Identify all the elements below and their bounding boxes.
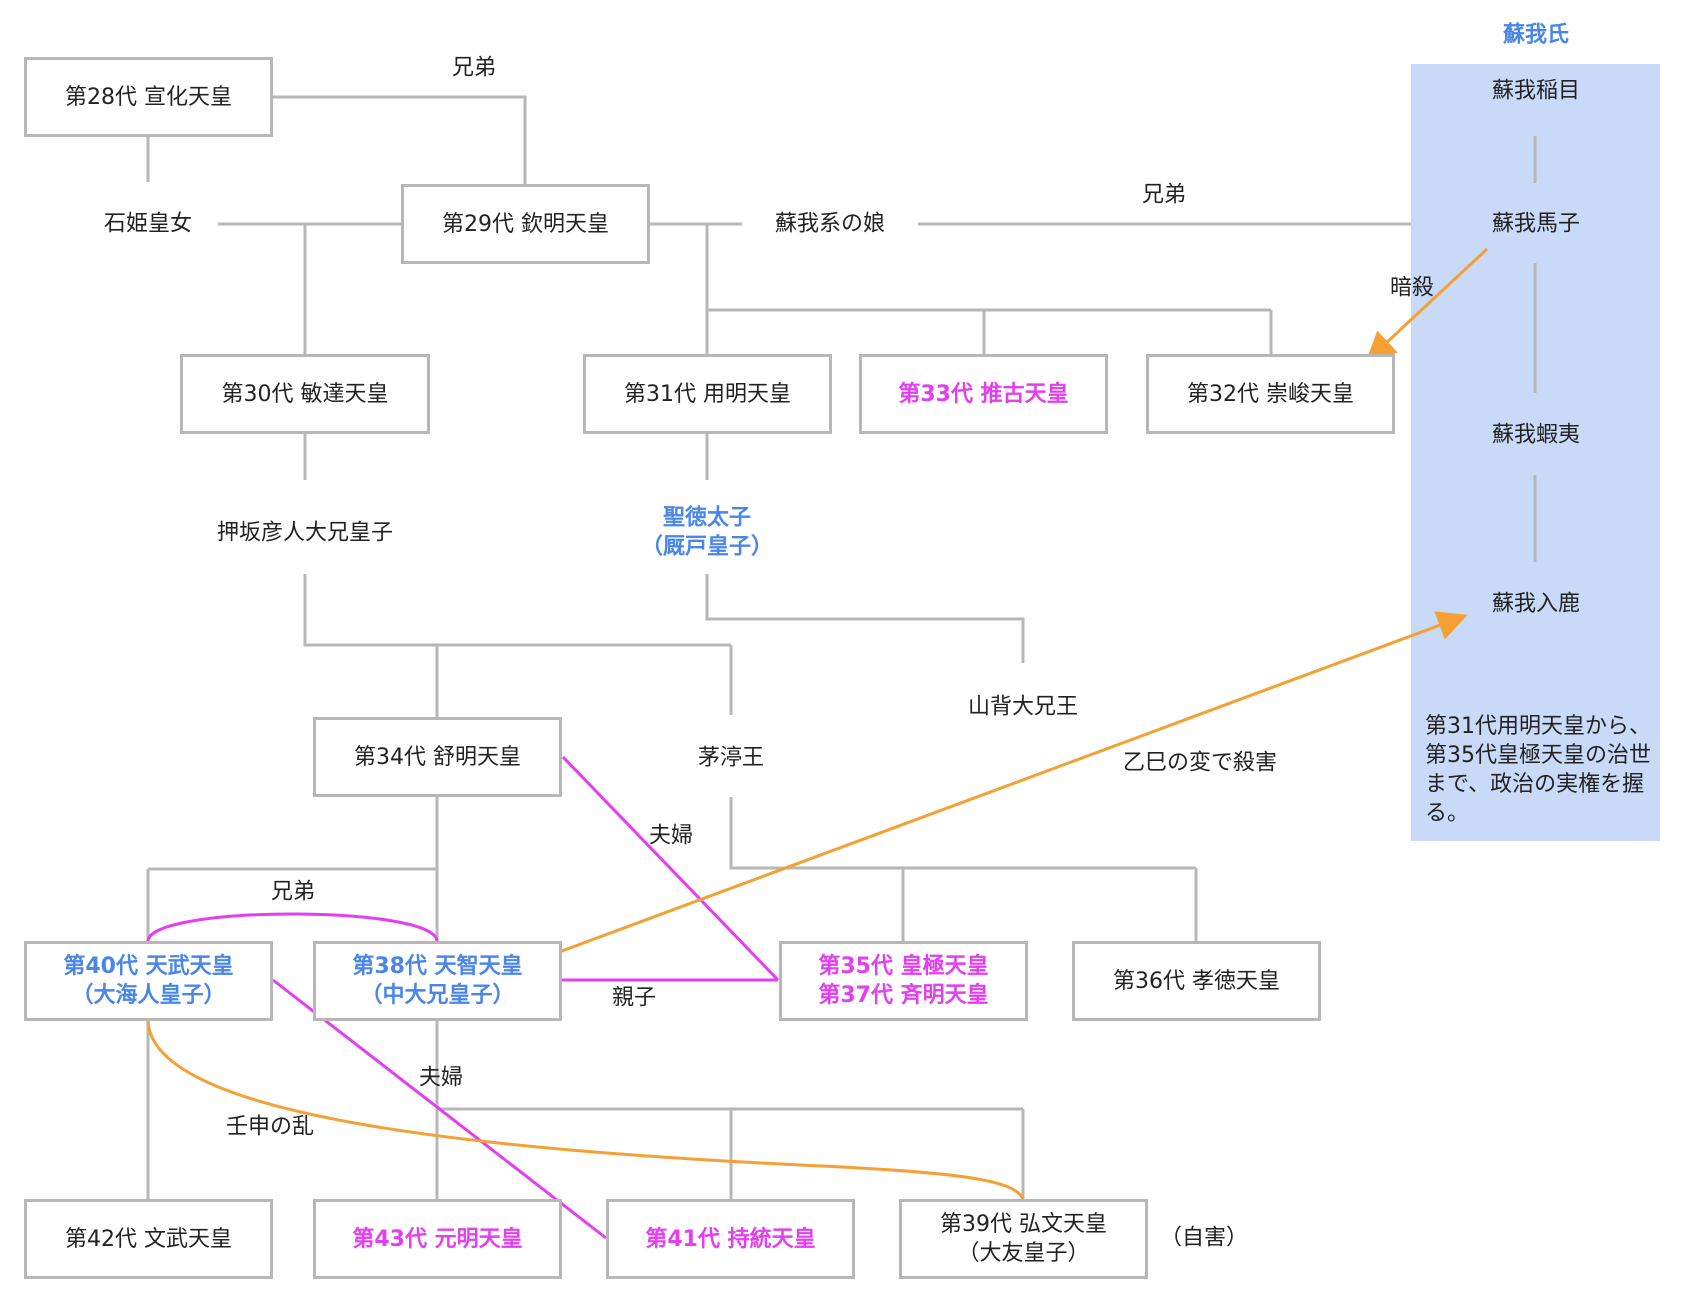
emperor-29-box: 第29代 欽明天皇 <box>401 184 650 264</box>
emperor-34-name: 第34代 舒明天皇 <box>354 744 521 770</box>
emperor-39-name: 第39代 弘文天皇 <box>940 1212 1107 1237</box>
emperor-30-box: 第30代 敏達天皇 <box>180 354 430 434</box>
assassination-arrow <box>1365 247 1489 363</box>
relation-couple-40-41: 夫婦 <box>418 1065 464 1091</box>
emperor-31-box: 第31代 用明天皇 <box>583 354 832 434</box>
emperor-40-name: 第40代 天武天皇 <box>63 954 234 979</box>
soga-clan-note: 第31代用明天皇から、第35代皇極天皇の治世まで、政治の実権を握る。 <box>1425 714 1651 826</box>
marriage-40-41 <box>272 978 607 1240</box>
line-to-31-32-33 <box>705 224 1273 354</box>
marriage-34-35 <box>561 755 780 982</box>
person-chinu: 茅渟王 <box>697 745 765 771</box>
line-28-29-brothers <box>273 95 527 184</box>
person-ishihime: 石姫皇女 <box>103 211 193 237</box>
line-shotoku-yamashiro <box>705 574 1025 663</box>
emperor-42-name: 第42代 文武天皇 <box>65 1226 232 1252</box>
relation-brothers-soga: 兄弟 <box>1141 182 1187 208</box>
emperor-32-box: 第32代 崇峻天皇 <box>1146 354 1395 434</box>
person-yamashiro: 山背大兄王 <box>967 694 1079 720</box>
soga-member-emishi: 蘇我蝦夷 <box>1491 422 1581 448</box>
emperor-28-name: 第28代 宣化天皇 <box>65 84 232 110</box>
emperor-30-name: 第30代 敏達天皇 <box>221 381 389 407</box>
emperor-29-name: 第29代 欽明天皇 <box>442 211 609 237</box>
brothers-arc-40-38 <box>146 912 439 942</box>
relation-isshi-incident: 乙巳の変で殺害 <box>1122 750 1278 776</box>
emperor-33-name: 第33代 推古天皇 <box>898 381 1069 407</box>
emperor-31-name: 第31代 用明天皇 <box>624 381 791 407</box>
emperor-41-box: 第41代 持統天皇 <box>606 1199 855 1279</box>
soga-member-iruka: 蘇我入鹿 <box>1491 591 1581 617</box>
emperor-28-box: 第28代 宣化天皇 <box>24 57 273 137</box>
emperor-40-box: 第40代 天武天皇 （大海人皇子） <box>24 941 273 1021</box>
emperor-43-box: 第43代 元明天皇 <box>313 1199 562 1279</box>
soga-member-umako: 蘇我馬子 <box>1491 211 1581 237</box>
jinshin-war-curve <box>146 1019 1025 1200</box>
soga-member-iname: 蘇我稲目 <box>1491 78 1581 104</box>
person-soga-daughter: 蘇我系の娘 <box>774 211 886 237</box>
isshi-incident-arrow <box>542 611 1468 960</box>
emperor-42-box: 第42代 文武天皇 <box>24 1199 273 1279</box>
relation-parent-child: 親子 <box>611 985 657 1011</box>
line-34-children <box>146 797 439 941</box>
emperor-35-name: 第35代 皇極天皇 <box>818 954 989 979</box>
line-chinu-children <box>729 797 1198 941</box>
emperor-38-alias: （中大兄皇子） <box>360 983 515 1008</box>
line-oshisaka-children <box>303 574 733 717</box>
emperor-43-name: 第43代 元明天皇 <box>352 1226 523 1252</box>
emperor-37-name: 第37代 斉明天皇 <box>818 983 989 1008</box>
emperor-38-name: 第38代 天智天皇 <box>352 954 523 979</box>
person-shotoku: 聖徳太子 <box>662 505 752 531</box>
relation-brothers-top: 兄弟 <box>451 55 497 81</box>
emperor-36-box: 第36代 孝徳天皇 <box>1072 941 1321 1021</box>
emperor-39-alias: （大友皇子） <box>957 1241 1090 1266</box>
person-shotoku-alias: （厩戸皇子） <box>640 534 774 560</box>
emperor-38-box: 第38代 天智天皇 （中大兄皇子） <box>313 941 562 1021</box>
relation-brothers-bottom: 兄弟 <box>270 879 316 905</box>
emperor-36-name: 第36代 孝徳天皇 <box>1113 968 1280 994</box>
emperor-35-37-box: 第35代 皇極天皇 第37代 斉明天皇 <box>779 941 1028 1021</box>
person-oshisaka: 押坂彦人大兄皇子 <box>216 520 394 546</box>
emperor-39-box: 第39代 弘文天皇 （大友皇子） <box>899 1199 1148 1279</box>
emperor-41-name: 第41代 持統天皇 <box>645 1226 816 1252</box>
line-38-children <box>435 1020 1025 1199</box>
emperor-34-box: 第34代 舒明天皇 <box>313 717 562 797</box>
soga-clan-title: 蘇我氏 <box>1502 22 1570 48</box>
relation-jinshin-war: 壬申の乱 <box>225 1114 315 1140</box>
soga-clan-panel <box>1411 64 1660 841</box>
emperor-33-box: 第33代 推古天皇 <box>859 354 1108 434</box>
relation-suicide: （自害） <box>1159 1225 1249 1251</box>
relation-couple-34-35: 夫婦 <box>648 823 694 849</box>
emperor-40-alias: （大海人皇子） <box>71 983 226 1008</box>
emperor-32-name: 第32代 崇峻天皇 <box>1187 381 1354 407</box>
relation-assassination: 暗殺 <box>1389 275 1435 301</box>
